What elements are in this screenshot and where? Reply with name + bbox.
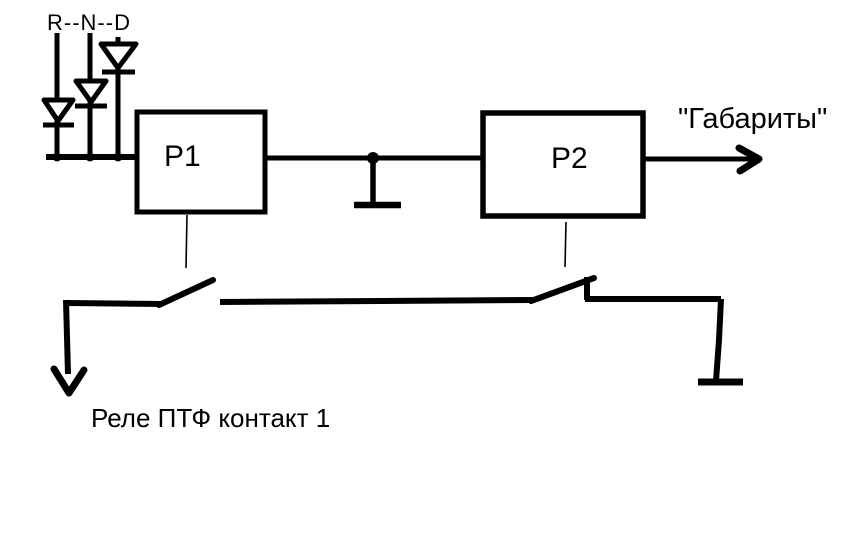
junction-dot-n [85, 152, 95, 162]
junction-dot-r [52, 152, 62, 162]
relay1-coil-link [185, 214, 188, 269]
wire-switch1-switch2 [219, 297, 533, 305]
diode-d-icon [98, 41, 139, 75]
ground1-icon [354, 158, 401, 209]
relay2-coil-link [564, 221, 567, 268]
switch2-icon [528, 275, 597, 304]
diode-r-icon [41, 97, 76, 128]
down-arrow-icon [50, 299, 88, 397]
switch1-icon [66, 277, 216, 308]
wire-ground-drop [713, 298, 724, 382]
relay2-label: Р2 [551, 142, 588, 175]
diode-n-icon [73, 78, 109, 109]
note-label: Реле ПТФ контакт 1 [91, 403, 330, 433]
relay1-label: Р1 [164, 140, 201, 173]
gear-positions-label: R--N--D [47, 10, 131, 35]
relay2-box [480, 110, 646, 219]
output-label: "Габариты" [678, 103, 827, 135]
relay1-box [134, 109, 268, 215]
junction-dot-d [113, 152, 123, 162]
output-arrow-icon [643, 144, 763, 175]
